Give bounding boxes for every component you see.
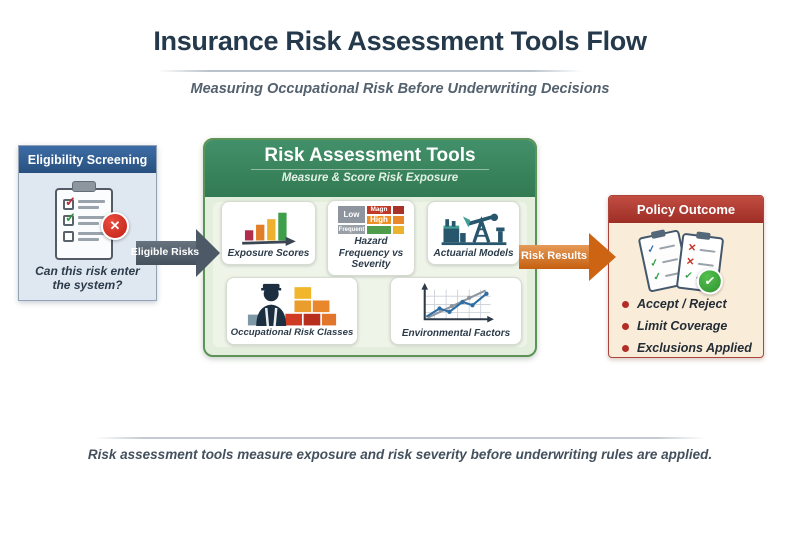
empty-checkbox	[63, 231, 74, 242]
eligible-risks-arrowhead-icon	[196, 229, 220, 277]
checklist-row	[63, 231, 105, 242]
title-divider	[158, 70, 582, 72]
eligibility-screening-box: Eligibility Screening ✓ ✓ ✕ Can this ris…	[18, 145, 157, 301]
tool-label: Hazard Frequency vs Severity	[338, 236, 404, 270]
tool-label: Occupational Risk Classes	[230, 327, 354, 339]
oil-pumpjack-icon	[441, 213, 506, 245]
matrix-cell-magnitude: Magn	[367, 206, 391, 214]
assessment-title: Risk Assessment Tools	[264, 145, 476, 166]
tool-label: Exposure Scores	[227, 247, 310, 259]
clipboard-checklist-reject-icon: ✓ ✓ ✕	[55, 181, 129, 260]
assessment-header: Risk Assessment Tools Measure & Score Ri…	[205, 140, 535, 197]
assessment-subtitle: Measure & Score Risk Exposure	[281, 172, 459, 184]
tool-label: Actuarial Models	[433, 247, 514, 259]
tool-card-hazard-frequency-severity: Low Frequent Magn High Hazard Frequency …	[327, 200, 415, 276]
green-check-icon: ✓	[652, 270, 663, 284]
red-x-icon: ✕	[685, 256, 696, 269]
green-check-icon: ✓	[649, 257, 660, 270]
policy-outcome-header: Policy Outcome	[609, 196, 763, 223]
reject-x-icon: ✕	[101, 212, 129, 240]
matrix-cell-low: Low	[338, 206, 365, 223]
risk-results-arrow	[519, 245, 589, 269]
page-subtitle: Measuring Occupational Risk Before Under…	[190, 81, 610, 97]
red-x-icon: ✕	[687, 242, 697, 255]
approved-check-icon: ✓	[695, 266, 725, 296]
risk-results-arrow-label: Risk Results	[520, 250, 588, 262]
outcome-bullet: Exclusions Applied	[622, 341, 759, 355]
eligible-risks-arrow	[136, 241, 196, 265]
tool-label: Environmental Factors	[401, 327, 511, 339]
policy-outcome-box: Policy Outcome ✓ ✓ ✓ ✕ ✕ ✓ ✓ Accept / Re…	[608, 195, 764, 358]
bullet-dot-icon	[622, 300, 629, 308]
checkbox: ✓	[63, 210, 76, 226]
bar-chart-icon	[241, 212, 296, 246]
checklist-row: ✓	[63, 210, 105, 226]
risk-matrix-icon: Low Frequent Magn High	[338, 206, 404, 235]
bullet-dot-icon	[622, 344, 629, 352]
footer-divider	[95, 437, 705, 439]
eligibility-header: Eligibility Screening	[19, 146, 156, 173]
blue-check-icon: ✓	[646, 243, 657, 257]
matrix-cell	[393, 225, 404, 235]
worker-blocks-icon	[247, 283, 337, 327]
green-check-icon: ✓	[65, 210, 76, 225]
page-title: Insurance Risk Assessment Tools Flow	[153, 26, 647, 56]
outcome-bullet-list: Accept / Reject Limit Coverage Exclusion…	[622, 297, 759, 355]
matrix-cell-frequent: Frequent	[338, 225, 365, 235]
line-chart-icon	[421, 283, 494, 323]
matrix-cell	[393, 206, 404, 214]
matrix-cell	[393, 215, 404, 224]
clipboard-clip	[72, 181, 96, 192]
tool-card-actuarial-models: Actuarial Models	[427, 201, 520, 265]
red-check-icon: ✓	[65, 194, 76, 209]
risk-results-arrowhead-icon	[589, 233, 616, 281]
assessment-header-divider	[251, 169, 489, 170]
eligible-risks-arrow-label: Eligible Risks	[130, 246, 200, 258]
footer-caption: Risk assessment tools measure exposure a…	[87, 447, 713, 462]
green-check-icon: ✓	[683, 270, 694, 283]
matrix-cell-high: High	[367, 215, 391, 224]
tool-card-occupational-risk-classes: Occupational Risk Classes	[226, 277, 358, 345]
outcome-bullet: Accept / Reject	[622, 297, 759, 311]
bullet-dot-icon	[622, 322, 629, 330]
checklist-row: ✓	[63, 194, 105, 210]
tool-card-exposure-scores: Exposure Scores	[221, 201, 316, 265]
clipboards-approved-icon: ✓ ✓ ✓ ✕ ✕ ✓ ✓	[637, 229, 733, 296]
clipboard-rejected: ✕ ✕ ✓ ✓	[675, 231, 725, 296]
outcome-bullet: Limit Coverage	[622, 319, 759, 333]
eligibility-question: Can this risk enter the system?	[35, 264, 140, 293]
matrix-cell-green	[367, 225, 391, 235]
checkbox: ✓	[63, 194, 76, 210]
tool-card-environmental-factors: Environmental Factors	[390, 277, 522, 345]
